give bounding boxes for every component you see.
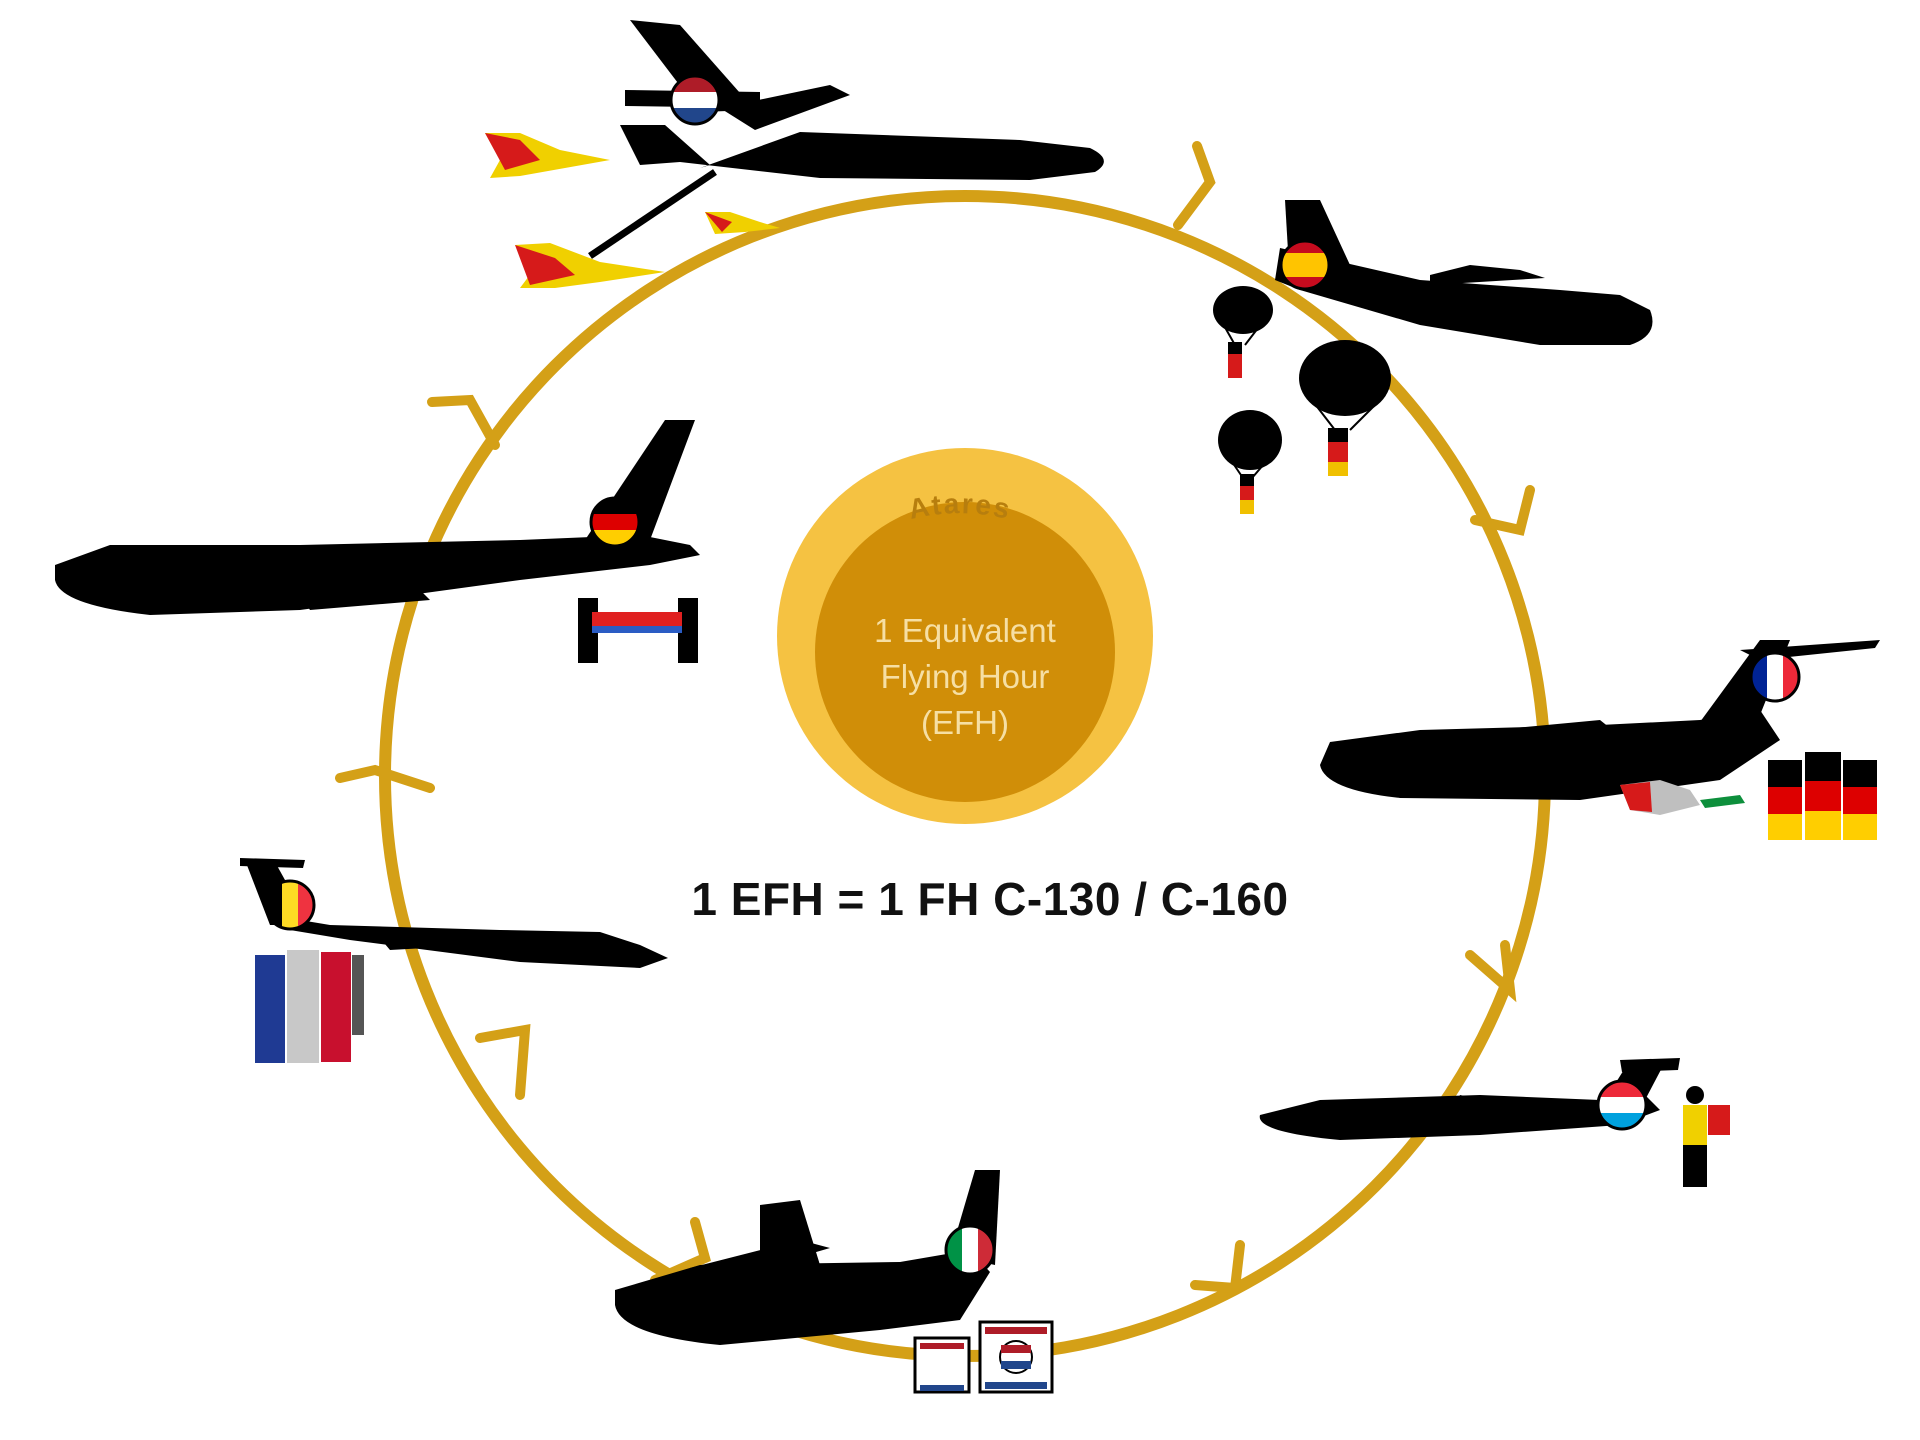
c27j-transport — [615, 1170, 1000, 1345]
italy-flag-icon — [944, 1224, 996, 1276]
inner-disc — [815, 502, 1115, 802]
cargo-containers — [913, 1320, 1054, 1394]
airbus-a400m — [1320, 640, 1880, 800]
spanish-fighter-jets — [485, 133, 780, 288]
german-troops — [1768, 752, 1877, 840]
center-line-2: Flying Hour — [881, 658, 1050, 695]
luxembourg-flag-icon — [1596, 1079, 1648, 1131]
center-line-1: 1 Equivalent — [874, 612, 1056, 649]
france-flag-icon — [1749, 651, 1801, 703]
center-badge: Atares 1 Equivalent Flying Hour (EFH) — [777, 448, 1153, 824]
airbus-a310 — [55, 420, 700, 615]
medevac-stretcher — [578, 598, 698, 663]
efh-equation: 1 EFH = 1 FH C-130 / C-160 — [691, 873, 1289, 925]
ring-arrowheads — [335, 141, 1535, 1294]
business-jet — [1259, 1058, 1680, 1140]
helicopter — [1620, 780, 1745, 815]
belgium-flag-icon — [264, 879, 316, 931]
paratroopers — [1213, 286, 1391, 514]
netherlands-flag-icon — [669, 74, 721, 126]
passengers-group — [255, 950, 364, 1063]
tactical-transport — [1275, 200, 1653, 345]
soldier-with-casualty — [1683, 1086, 1730, 1187]
germany-flag-icon — [589, 496, 641, 548]
center-line-3: (EFH) — [921, 704, 1009, 741]
tanker-aircraft — [588, 20, 1104, 259]
spain-flag-icon — [1279, 239, 1331, 291]
regional-jet — [240, 858, 668, 968]
